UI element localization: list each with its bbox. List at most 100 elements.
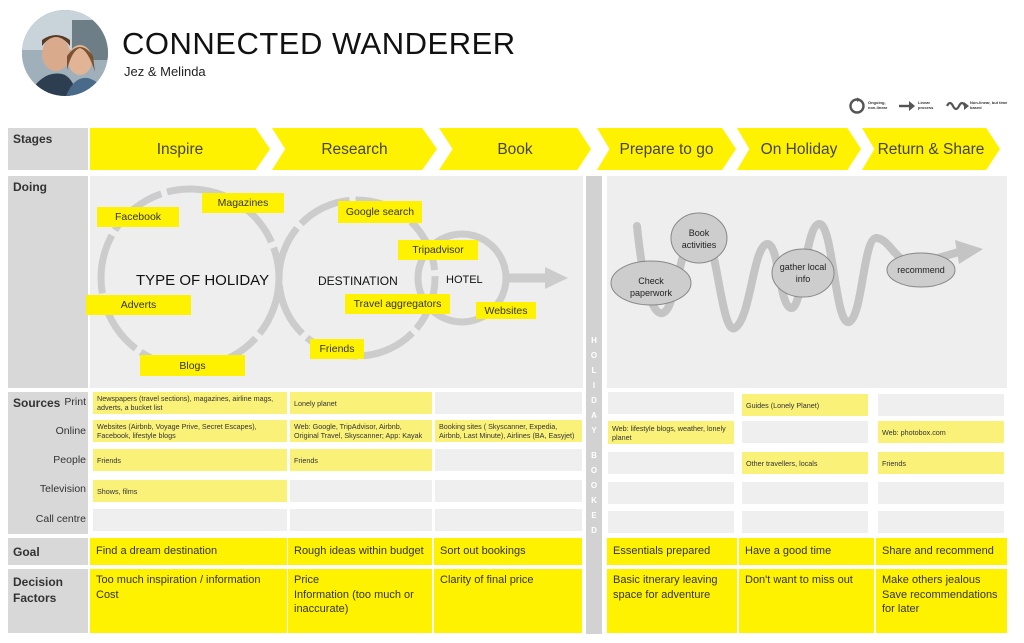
row-label-decision: Decision Factors bbox=[8, 569, 88, 633]
source-prepare-people bbox=[608, 452, 734, 474]
bubble-label-book-activities: Book activities bbox=[681, 228, 717, 250]
source-type-call-centre: Call centre bbox=[35, 513, 86, 525]
couple-photo-icon bbox=[22, 10, 108, 96]
type-of-holiday-label: TYPE OF HOLIDAY bbox=[136, 272, 270, 289]
tag-websites: Websites bbox=[476, 302, 536, 319]
stage-inspire: Inspire bbox=[90, 128, 270, 170]
source-prepare-call-centre bbox=[608, 511, 734, 533]
divider-letter: O bbox=[590, 351, 598, 360]
divider-letter: B bbox=[591, 451, 597, 460]
wave-icon bbox=[946, 101, 969, 111]
doing-arrow-head-icon bbox=[545, 267, 568, 289]
page-title: CONNECTED WANDERER bbox=[122, 26, 516, 61]
source-holiday-call-centre bbox=[742, 511, 868, 533]
divider-letter: I bbox=[592, 381, 596, 390]
decision-line: Save recommendations for later bbox=[882, 588, 998, 616]
tag-magazines: Magazines bbox=[202, 193, 284, 213]
goal-prepare: Essentials prepared bbox=[607, 538, 737, 565]
stage-label: Return & Share bbox=[877, 140, 985, 158]
divider-letter: H bbox=[591, 336, 597, 345]
source-return-print bbox=[878, 394, 1004, 416]
divider-letter: E bbox=[591, 511, 597, 520]
source-prepare-television bbox=[608, 482, 734, 504]
decision-prepare: Basic itnerary leaving space for adventu… bbox=[607, 569, 737, 633]
tag-adverts: Adverts bbox=[86, 295, 191, 315]
stage-label: Prepare to go bbox=[619, 140, 714, 158]
goal-research: Rough ideas within budget bbox=[288, 538, 432, 565]
stage-holiday: On Holiday bbox=[737, 128, 861, 170]
source-book-people bbox=[435, 449, 582, 471]
bubble-label-recommend: recommend bbox=[897, 265, 945, 275]
divider-letter: K bbox=[591, 496, 597, 505]
hotel-label: HOTEL bbox=[446, 274, 483, 286]
stage-label: On Holiday bbox=[760, 140, 838, 158]
divider-letter: O bbox=[590, 466, 598, 475]
row-label-goal: Goal bbox=[8, 538, 88, 565]
source-holiday-online bbox=[742, 421, 868, 443]
divider-letter: D bbox=[591, 526, 597, 535]
source-prepare-online: Web: lifestyle blogs, weather, lonely pl… bbox=[608, 421, 734, 444]
source-holiday-people: Other travellers, locals bbox=[742, 452, 868, 474]
divider-letter: L bbox=[591, 366, 597, 375]
decision-line: Don't want to miss out bbox=[745, 574, 853, 586]
tag-travel-aggregators: Travel aggregators bbox=[345, 294, 450, 314]
source-research-print: Lonely planet bbox=[290, 392, 432, 414]
source-book-online: Booking sites ( Skyscanner, Expedia, Air… bbox=[435, 420, 582, 442]
row-label-doing: Doing bbox=[8, 176, 88, 388]
page-subtitle: Jez & Melinda bbox=[124, 64, 206, 79]
decision-line: Make others jealous bbox=[882, 574, 981, 586]
stage-book: Book bbox=[439, 128, 591, 170]
stage-label: Book bbox=[497, 140, 533, 158]
tag-facebook: Facebook bbox=[97, 207, 179, 227]
source-return-people: Friends bbox=[878, 452, 1004, 474]
source-book-television bbox=[435, 480, 582, 502]
source-return-television bbox=[878, 482, 1004, 504]
avatar bbox=[22, 10, 108, 96]
destination-label: DESTINATION bbox=[318, 274, 398, 288]
decision-return: Make others jealous Save recommendations… bbox=[876, 569, 1007, 633]
source-inspire-television: Shows, films bbox=[93, 480, 287, 502]
source-book-call-centre bbox=[435, 509, 582, 531]
source-inspire-print: Newspapers (travel sections), magazines,… bbox=[93, 392, 287, 414]
goal-return: Share and recommend bbox=[876, 538, 1007, 565]
decision-book: Clarity of final price bbox=[434, 569, 582, 633]
stage-label: Research bbox=[321, 140, 388, 158]
decision-inspire: Too much inspiration / information Cost bbox=[90, 569, 287, 633]
holiday-booked-divider: H O L I D A Y B O O K E D bbox=[586, 176, 602, 634]
bubble-recommend bbox=[886, 252, 956, 288]
stage-label: Inspire bbox=[156, 140, 204, 158]
wave-arrow-head-icon bbox=[955, 240, 983, 264]
bubble-check-paperwork bbox=[610, 260, 692, 306]
row-label-stages: Stages bbox=[8, 128, 88, 170]
source-return-online: Web: photobox.com bbox=[878, 421, 1004, 443]
decision-line: Price bbox=[294, 574, 320, 586]
source-type-people: People bbox=[53, 454, 86, 466]
source-inspire-call-centre bbox=[93, 509, 287, 531]
source-research-people: Friends bbox=[290, 449, 432, 471]
source-research-online: Web: Google, TripAdvisor, Airbnb, Origin… bbox=[290, 420, 432, 442]
decision-line: Too much inspiration / information bbox=[96, 574, 261, 586]
tag-blogs: Blogs bbox=[140, 355, 245, 376]
row-label-sources: Sources bbox=[8, 392, 88, 534]
decision-research: Price Information (too much or inaccurat… bbox=[288, 569, 432, 633]
divider-letter: A bbox=[591, 411, 597, 420]
source-type-online: Online bbox=[55, 425, 86, 437]
legend-label-wave: Non-linear, but time based bbox=[970, 100, 1008, 110]
stage-prepare: Prepare to go bbox=[597, 128, 736, 170]
source-holiday-television bbox=[742, 482, 868, 504]
legend-label-linear: Linear process bbox=[918, 100, 934, 110]
source-book-print bbox=[435, 392, 582, 414]
decision-line: Clarity of final price bbox=[440, 574, 534, 586]
source-research-call-centre bbox=[290, 509, 432, 531]
source-type-print: Print bbox=[64, 396, 86, 408]
legend: Ongoing, non-linear Linear process Non-l… bbox=[846, 97, 1016, 117]
source-prepare-print bbox=[608, 392, 734, 414]
source-inspire-people: Friends bbox=[93, 449, 287, 471]
source-inspire-online: Websites (Airbnb, Voyage Prive, Secret E… bbox=[93, 420, 287, 442]
divider-letter: D bbox=[591, 396, 597, 405]
bubble-label-check-paperwork: Check paperwork bbox=[629, 276, 673, 298]
goal-holiday: Have a good time bbox=[739, 538, 874, 565]
tag-google-search: Google search bbox=[338, 201, 422, 223]
divider-letter: O bbox=[590, 481, 598, 490]
goal-inspire: Find a dream destination bbox=[90, 538, 287, 565]
